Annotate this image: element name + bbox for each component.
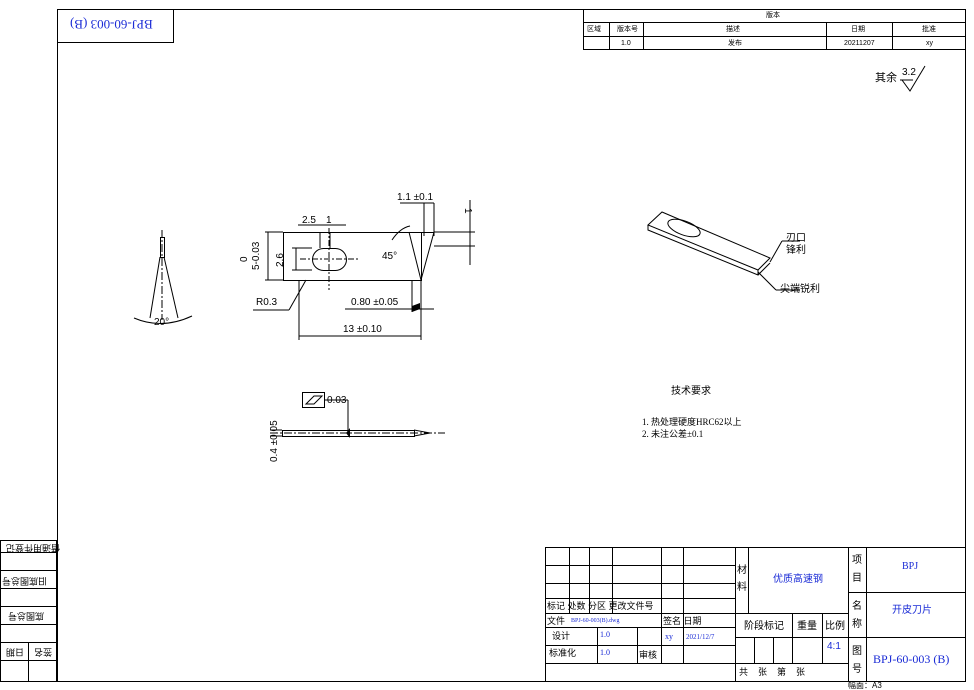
top-code-text: BPJ-60-003 (B) [70,17,153,32]
margin-label-register: 借通用件登记 [6,543,61,553]
tech-req-item-2: 2. 未注公差±0.1 [642,429,704,439]
iso-label-edge-1: 刃口 [786,233,806,244]
top-code: BPJ-60-003 (B) [70,17,153,32]
tb-design-sign: xy [665,632,673,641]
tb-weight-label: 重量 [797,621,817,632]
dim-width: 13 ±0.10 [343,324,382,335]
tb-material-value: 优质高速钢 [773,574,823,585]
tb-drawing-no-value: BPJ-60-003 (B) [873,652,950,666]
tb-format: 幅面：A3 [848,681,882,690]
tb-project-label: 项目 [852,555,862,584]
dim-slot-width: 2.5 [302,215,316,226]
tb-file-label: 文件 [547,616,566,626]
surface-note-value: 3.2 [902,67,916,78]
tech-req-title: 技术要求 [671,386,711,397]
tech-req-item-1: 1. 热处理硬度HRC62以上 [642,417,742,427]
rev-header-version: 版本号 [617,26,638,33]
margin-label-date: 日期 [6,647,25,657]
tb-std-label: 标准化 [549,648,577,658]
tb-scale-label: 比例 [825,621,845,632]
dim-height: 5-0.03 [251,241,262,270]
rev-header-approve: 批准 [922,26,936,33]
tb-std-ver: 1.0 [600,648,610,657]
dim-radius: R0.3 [256,297,278,308]
angle-label: 20° [154,317,170,328]
rev-header-zone: 区域 [587,26,601,33]
tb-file-value: BPJ-60-003(B).dwg [571,618,620,624]
tb-scale-value: 4:1 [827,641,841,652]
tb-sheet-labels: 共 张 第 张 [739,667,806,677]
tb-design-date: 2021/12/7 [686,633,715,641]
code-box [57,9,174,43]
surface-note-label: 其余 [875,72,897,84]
revision-title: 版本 [766,12,780,19]
iso-label-edge-2: 锋利 [786,245,806,256]
dim-height-tol: 0 [239,256,250,262]
tb-design-label: 设计 [552,631,571,641]
dim-top: 1.1 ±0.1 [397,192,434,203]
drawing-frame [57,9,966,682]
tb-sign-date: 签名 日期 [663,616,702,626]
dim-right: 1 [462,208,473,214]
dim-thickness: 0.4 ±0.05 [269,420,280,462]
flatness-value: 0.03 [327,395,347,406]
tb-mark-labels: 标记 处数 分区 更改文件号 [547,601,654,611]
margin-label-old-total: 旧底图总号 [2,576,48,586]
tb-stage-label: 阶段标记 [744,621,784,632]
dim-slot-height: 2.6 [275,253,286,267]
rev-header-desc: 描述 [726,26,740,33]
rev-cell-date: 20211207 [844,40,875,47]
dim-slot-small: 1 [326,215,332,226]
dim-edge: 0.80 ±0.05 [351,297,399,308]
margin-label-sign: 签名 [34,647,53,657]
revision-table-box [583,9,966,50]
iso-label-tip: 尖端锐利 [780,284,820,295]
rev-cell-desc: 发布 [728,40,742,47]
tb-name-value: 开皮刀片 [892,605,932,616]
rev-cell-approve: xy [926,40,933,47]
tb-material-label: 材料 [737,565,747,593]
rev-cell-version: 1.0 [621,40,631,47]
tb-drawing-no-label: 图号 [852,646,862,675]
tb-project-value: BPJ [902,561,919,572]
tb-design-ver: 1.0 [600,630,610,639]
tb-check-label: 审核 [639,650,658,660]
rev-header-date: 日期 [851,26,865,33]
dim-angle: 45° [382,251,398,262]
tb-name-label: 名称 [852,601,862,630]
margin-label-total: 底图总号 [8,611,45,621]
